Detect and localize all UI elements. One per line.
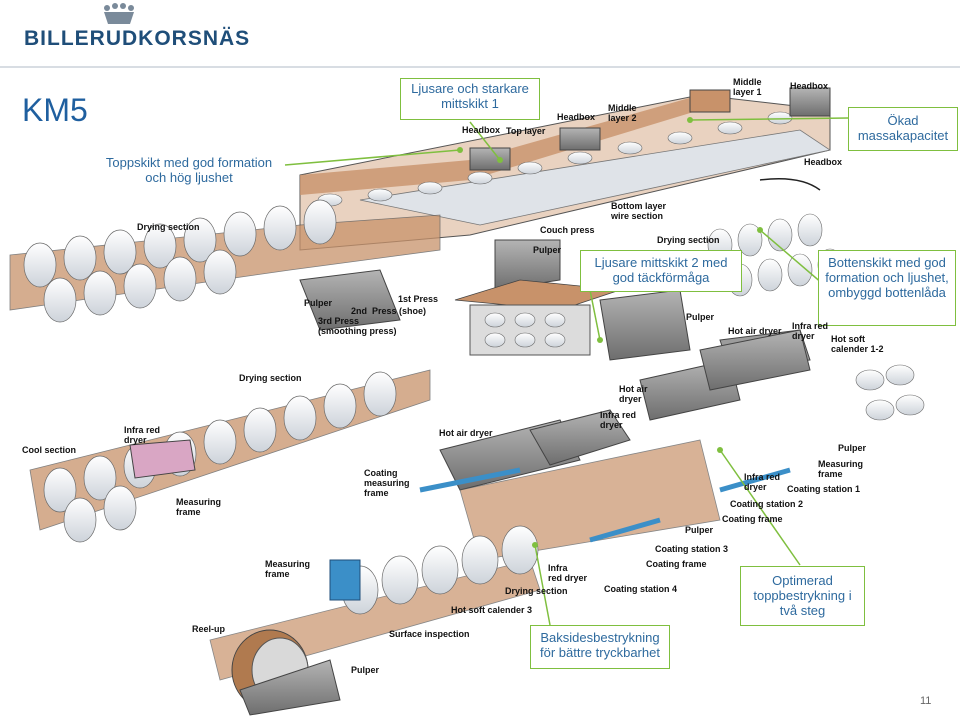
label-drying-section-4: Drying section (505, 586, 568, 596)
label-couch-press: Couch press (540, 225, 595, 235)
callout-bottenskikt: Bottenskikt med god formation och ljushe… (818, 250, 956, 326)
drying-section-mid (29, 369, 431, 543)
callout-connectors (284, 117, 849, 626)
label-infra-red-dryer-3: Infra red dryer (124, 425, 161, 445)
page-number: 11 (920, 695, 932, 707)
label-drying-section-2: Drying section (657, 235, 720, 245)
label-bottom-layer: Bottom layer wire section (611, 201, 667, 221)
label-coating-station-2: Coating station 2 (730, 499, 804, 509)
label-coating-frame-1: Coating frame (722, 514, 783, 524)
label-hot-soft-calender-3: Hot soft calender 3 (451, 605, 533, 615)
drying-section-top (9, 199, 561, 331)
callout-baksidesbestrykning: Baksidesbestrykning för bättre tryckbarh… (530, 625, 670, 669)
label-coating-station-1: Coating station 1 (787, 484, 861, 494)
forming-section (299, 87, 832, 251)
label-coating-station-4: Coating station 4 (604, 584, 678, 594)
label-reel-up: Reel-up (192, 624, 226, 634)
label-pulper-1: Pulper (533, 245, 562, 255)
label-headbox-mid: Headbox (557, 112, 596, 122)
callout-toppbestrykning: Optimerad toppbestrykning i två steg (740, 566, 865, 626)
label-infra-red-dryer-5: Infra red dryer (548, 563, 588, 583)
label-hot-air-dryer-1: Hot air dryer (728, 326, 782, 336)
label-headbox-bottom: Headbox (804, 157, 843, 167)
brand-logo: BILLERUDKORSNÄS (22, 2, 249, 50)
label-measuring-frame-3: Measuring frame (265, 559, 311, 579)
label-middle-layer-1: Middle layer 1 (733, 77, 762, 97)
label-measuring-frame-1: Measuring frame (818, 459, 864, 479)
header-divider (0, 66, 960, 68)
label-infra-red-dryer-4: Infra red dryer (744, 472, 781, 492)
callout-mittskikt-1: Ljusare och starkare mittskikt 1 (400, 78, 540, 120)
label-pulper-2: Pulper (304, 298, 333, 308)
label-cool-section: Cool section (22, 445, 77, 455)
label-headbox-top: Headbox (462, 125, 501, 135)
label-drying-section-1: Drying section (137, 222, 200, 232)
label-hot-air-dryer-3: Hot air dryer (439, 428, 493, 438)
label-surface-inspection: Surface inspection (389, 629, 470, 639)
label-measuring-frame-2: Measuring frame (176, 497, 222, 517)
label-3rd-press: 3rd Press (smoothing press) (318, 316, 397, 336)
label-top-layer: Top layer (506, 126, 546, 136)
label-infra-red-dryer-2: Infra red dryer (600, 410, 637, 430)
label-2nd-press: 2nd Press (shoe) (351, 306, 427, 316)
label-hot-soft-calender-1-2: Hot soft calender 1-2 (831, 334, 884, 354)
callout-mittskikt-2: Ljusare mittskikt 2 med god täckförmåga (580, 250, 742, 292)
callout-toppskikt: Toppskikt med god formation och hög ljus… (105, 155, 273, 185)
reel-section (209, 525, 541, 716)
label-coating-station-3: Coating station 3 (655, 544, 729, 554)
label-coating-frame-2: Coating frame (646, 559, 707, 569)
crown-icon (104, 3, 134, 24)
page-title: KM5 (22, 92, 88, 128)
coating-area (419, 329, 811, 561)
brand-name: BILLERUDKORSNÄS (24, 27, 251, 50)
label-middle-layer-2: Middle layer 2 (608, 103, 637, 123)
label-coating-measuring-frame: Coating measuring frame (364, 468, 410, 498)
callout-massakapacitet: Ökad massakapacitet (848, 107, 958, 151)
label-hot-air-dryer-2: Hot air dryer (619, 384, 648, 404)
callout-dots (457, 117, 763, 548)
label-infra-red-dryer-1: Infra red dryer (792, 321, 829, 341)
label-1st-press: 1st Press (398, 294, 439, 304)
label-pulper-3: Pulper (686, 312, 715, 322)
label-headbox-right: Headbox (790, 81, 829, 91)
label-pulper-4: Pulper (838, 443, 867, 453)
label-pulper-5: Pulper (685, 525, 714, 535)
label-drying-section-3: Drying section (239, 373, 302, 383)
label-pulper-6: Pulper (351, 665, 380, 675)
